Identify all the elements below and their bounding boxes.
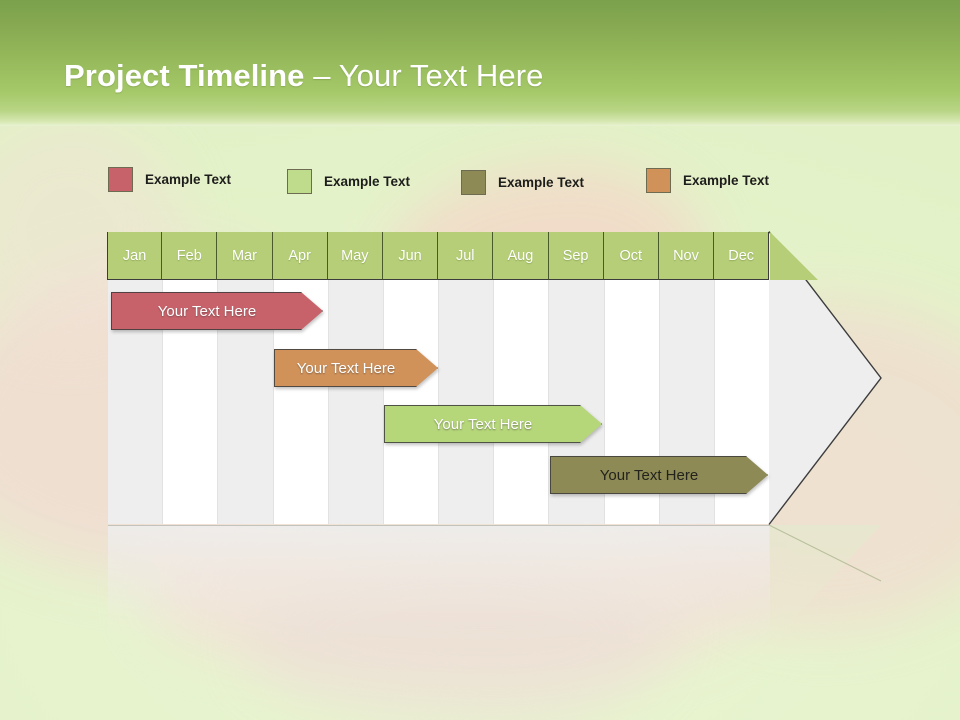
legend-item-3[interactable]: Example Text <box>461 170 584 195</box>
task-bar-2[interactable]: Your Text Here <box>274 349 438 387</box>
month-cell-jul[interactable]: Jul <box>438 232 494 280</box>
month-cell-feb[interactable]: Feb <box>162 232 218 280</box>
legend-label-3: Example Text <box>498 175 585 190</box>
legend-swatch-icon-3 <box>461 170 486 195</box>
task-bar-label-4: Your Text Here <box>599 466 699 484</box>
month-cell-jan[interactable]: Jan <box>107 232 163 280</box>
timeline-chart: Jan Feb Mar Apr May Jun Jul Aug Sep Oct … <box>107 231 882 525</box>
legend-item-1[interactable]: Example Text <box>108 167 231 192</box>
legend-item-2[interactable]: Example Text <box>287 169 410 194</box>
month-cell-may[interactable]: May <box>327 232 383 280</box>
legend-swatch-icon-2 <box>287 169 312 194</box>
task-bars: Your Text Here Your Text Here Your Text … <box>108 232 770 524</box>
month-cell-apr[interactable]: Apr <box>272 232 328 280</box>
month-cell-oct[interactable]: Oct <box>603 232 659 280</box>
month-cell-jun[interactable]: Jun <box>382 232 439 280</box>
header-band <box>0 0 960 126</box>
month-cell-aug[interactable]: Aug <box>493 232 549 280</box>
task-bar-3[interactable]: Your Text Here <box>384 405 602 443</box>
page-title-light: – Your Text Here <box>304 58 544 93</box>
legend-label-4: Example Text <box>683 173 770 188</box>
legend-swatch-icon-4 <box>646 168 671 193</box>
page-title-strong: Project Timeline <box>64 58 305 93</box>
legend-swatch-icon-1 <box>108 167 133 192</box>
month-cell-sep[interactable]: Sep <box>548 232 604 280</box>
task-bar-label-2: Your Text Here <box>296 359 396 377</box>
task-bar-1[interactable]: Your Text Here <box>111 292 323 330</box>
task-bar-label-1: Your Text Here <box>157 302 257 320</box>
legend-label-2: Example Text <box>324 174 411 189</box>
month-cell-nov[interactable]: Nov <box>658 232 715 280</box>
month-header-row: Jan Feb Mar Apr May Jun Jul Aug Sep Oct … <box>107 232 770 280</box>
legend-item-4[interactable]: Example Text <box>646 168 769 193</box>
task-bar-label-3: Your Text Here <box>433 415 533 433</box>
legend-label-1: Example Text <box>145 172 232 187</box>
page-title: Project Timeline – Your Text Here <box>64 58 543 94</box>
month-cell-mar[interactable]: Mar <box>217 232 273 280</box>
month-cell-dec[interactable]: Dec <box>714 232 770 280</box>
task-bar-4[interactable]: Your Text Here <box>550 456 768 494</box>
